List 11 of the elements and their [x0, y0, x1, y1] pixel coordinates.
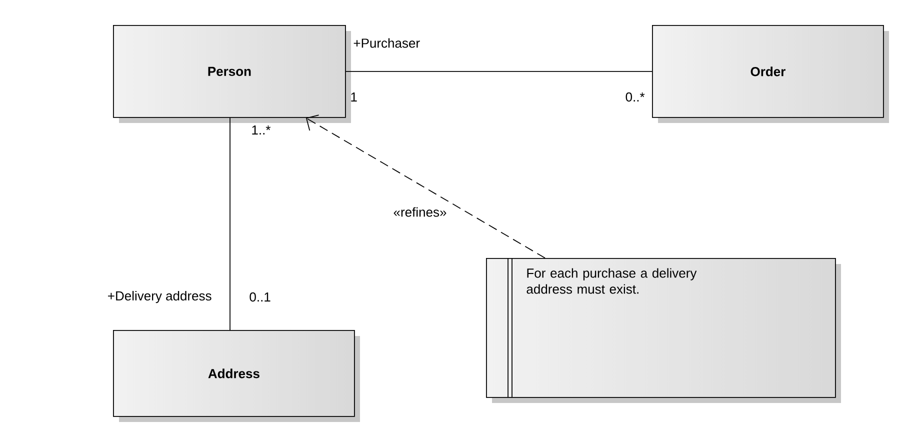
role-label: +Delivery address — [108, 290, 212, 304]
dependency-arrow — [306, 114, 546, 258]
class-box: Person — [113, 25, 351, 123]
role-label: 0..1 — [250, 292, 270, 302]
class-box: Address — [113, 330, 360, 422]
note-box: For each purchase a delivery address must exist. — [486, 258, 841, 403]
association-line — [345, 71, 652, 72]
class-box: Order — [652, 25, 889, 123]
role-label: 0..* — [626, 92, 645, 102]
edge-label: «refines» — [392, 206, 448, 218]
role-label: 1 — [351, 92, 357, 102]
